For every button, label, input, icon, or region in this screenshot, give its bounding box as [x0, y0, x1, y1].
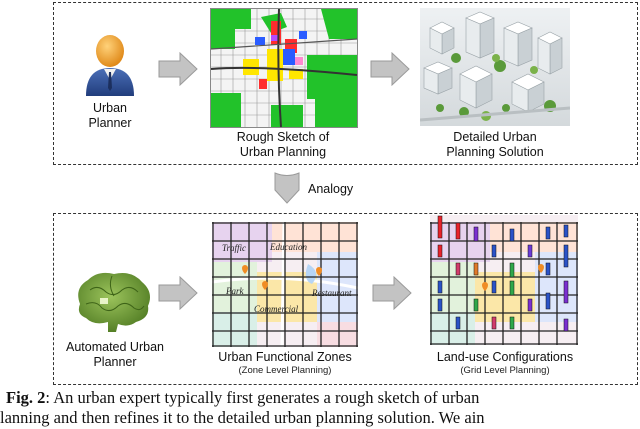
detailed-line1: Detailed Urban [453, 130, 537, 144]
land-use-configuration-map [430, 215, 578, 345]
caption-text-line1: : An urban expert typically first genera… [45, 388, 480, 407]
arrow-right-icon [158, 52, 198, 86]
bottom-panel [53, 213, 638, 385]
urban-planner-person-icon [86, 35, 134, 96]
figure-caption-line2: lanning and then refines it to the detai… [0, 408, 640, 428]
rough-sketch-label: Rough Sketch of Urban Planning [208, 130, 358, 160]
chevron-down-icon [274, 172, 300, 204]
caption-text-line2: lanning and then refines it to the detai… [0, 408, 485, 427]
figure-caption-line1: Fig. 2: An urban expert typically first … [6, 388, 640, 408]
urban-planner-label: Urban Planner [70, 101, 150, 131]
planner-line1: Urban [92, 101, 128, 115]
detailed-solution-label: Detailed Urban Planning Solution [410, 130, 580, 160]
zone-commercial-label: Commercial [254, 304, 299, 314]
analogy-label: Analogy [308, 182, 354, 196]
zone-traffic-label: Traffic [222, 243, 247, 253]
functional-zones-map: Traffic Education Park Restaurant Commer… [212, 222, 358, 347]
zone-level-sublabel: (Zone Level Planning) [238, 365, 332, 376]
brain-icon [78, 272, 150, 332]
grid-level-sublabel: (Grid Level Planning) [460, 365, 550, 376]
functional-zones-label: Urban Functional Zones [218, 350, 352, 364]
arrow-right-icon [370, 52, 410, 86]
sketch-line2: Urban Planning [239, 145, 327, 159]
top-panel [53, 2, 638, 165]
land-use-label: Land-use Configurations [436, 350, 574, 364]
sketch-line1: Rough Sketch of [236, 130, 330, 144]
automated-planner-label: Automated Urban Planner [60, 340, 170, 370]
rough-sketch-map-image [210, 8, 358, 128]
planner-line2: Planner [88, 116, 132, 130]
arrow-right-icon [372, 276, 412, 310]
detailed-city-render-image [420, 8, 570, 126]
figure-number: Fig. 2 [6, 388, 46, 407]
detailed-line2: Planning Solution [446, 145, 544, 159]
zone-education-label: Education [270, 242, 307, 252]
zone-park-label: Park [226, 286, 244, 296]
auto-planner-line1: Automated Urban [66, 340, 164, 354]
auto-planner-line2: Planner [93, 355, 137, 369]
arrow-right-icon [158, 276, 198, 310]
zone-restaurant-label: Restaurant [312, 288, 352, 298]
